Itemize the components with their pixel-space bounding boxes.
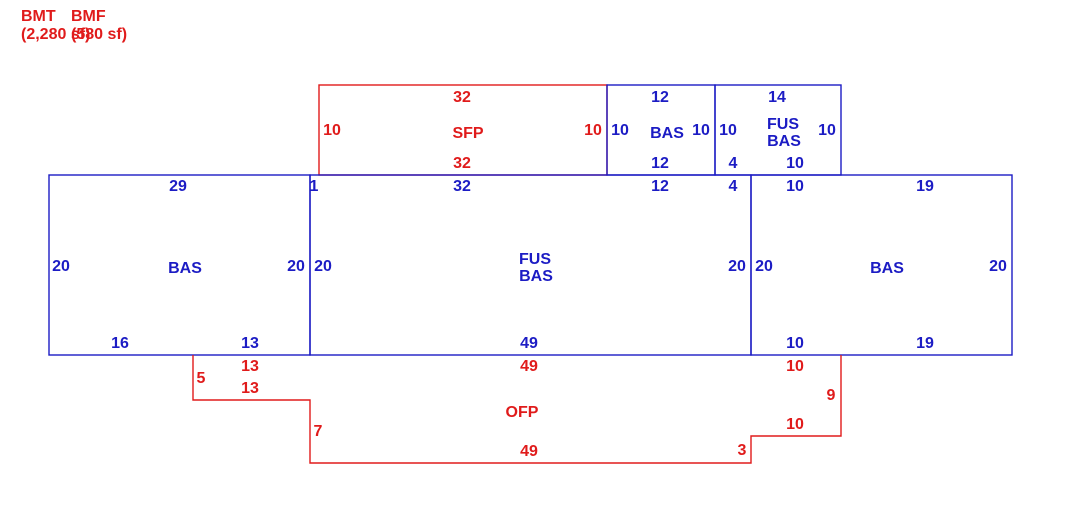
- outlines: [48, 84, 1013, 464]
- bas-small-label: BAS: [650, 125, 684, 142]
- dim-label: 49: [520, 443, 538, 460]
- area-labels: SFP BAS FUS BAS BAS FUS BAS BAS OFP: [168, 116, 904, 421]
- dim-label: 20: [728, 258, 746, 275]
- dim-label: 5: [197, 370, 206, 387]
- legend-code-2: BMF: [71, 8, 106, 25]
- dim-label: 16: [111, 335, 129, 352]
- dim-label: 32: [453, 89, 471, 106]
- dim-label: 10: [786, 178, 804, 195]
- dim-label: 19: [916, 335, 934, 352]
- dim-label: 7: [314, 423, 323, 440]
- dim-label: 9: [827, 387, 836, 404]
- dim-label: 1: [310, 178, 319, 195]
- dim-label: 4: [729, 155, 738, 172]
- ofp-outline: [192, 355, 842, 464]
- dim-label: 20: [755, 258, 773, 275]
- dim-label: 12: [651, 89, 669, 106]
- dim-label: 29: [169, 178, 187, 195]
- dim-label: 19: [916, 178, 934, 195]
- legend-code-1: BMT: [21, 8, 56, 25]
- dim-label: 10: [584, 122, 602, 139]
- fus-center-label-1: FUS: [519, 251, 551, 268]
- bas-left-label: BAS: [168, 260, 202, 277]
- dim-label: 10: [786, 335, 804, 352]
- fus-small-label-1: FUS: [767, 116, 799, 133]
- dim-label: 32: [453, 155, 471, 172]
- dim-label: 32: [453, 178, 471, 195]
- dim-label: 20: [52, 258, 70, 275]
- dim-label: 10: [786, 358, 804, 375]
- ofp-label: OFP: [506, 404, 539, 421]
- dim-label: 10: [692, 122, 710, 139]
- legend-area-2: (580 sf): [71, 26, 127, 43]
- dim-label: 4: [729, 178, 738, 195]
- dim-label: 13: [241, 335, 259, 352]
- dim-label: 20: [989, 258, 1007, 275]
- dimension-labels: 32 10 10 32 12 10 10 12 14 10 10 4 10 29…: [52, 89, 1007, 460]
- dim-label: 20: [314, 258, 332, 275]
- dim-label: 10: [786, 416, 804, 433]
- legend-area-1: (2,280 sf): [21, 26, 90, 43]
- dim-label: 10: [719, 122, 737, 139]
- dim-label: 12: [651, 178, 669, 195]
- dim-label: 13: [241, 380, 259, 397]
- bas-right-label: BAS: [870, 260, 904, 277]
- dim-label: 10: [818, 122, 836, 139]
- dim-label: 10: [786, 155, 804, 172]
- dim-label: 20: [287, 258, 305, 275]
- sfp-label: SFP: [452, 125, 483, 142]
- dim-label: 10: [323, 122, 341, 139]
- fus-small-label-2: BAS: [767, 133, 801, 150]
- bas-right-outline: [750, 174, 1013, 356]
- dim-label: 12: [651, 155, 669, 172]
- dim-label: 49: [520, 358, 538, 375]
- fus-center-label-2: BAS: [519, 268, 553, 285]
- dim-label: 49: [520, 335, 538, 352]
- legend: BMT BMF (2,280 sf) (580 sf): [21, 8, 127, 43]
- dim-label: 13: [241, 358, 259, 375]
- dim-label: 10: [611, 122, 629, 139]
- dim-label: 3: [738, 442, 747, 459]
- dim-label: 14: [768, 89, 786, 106]
